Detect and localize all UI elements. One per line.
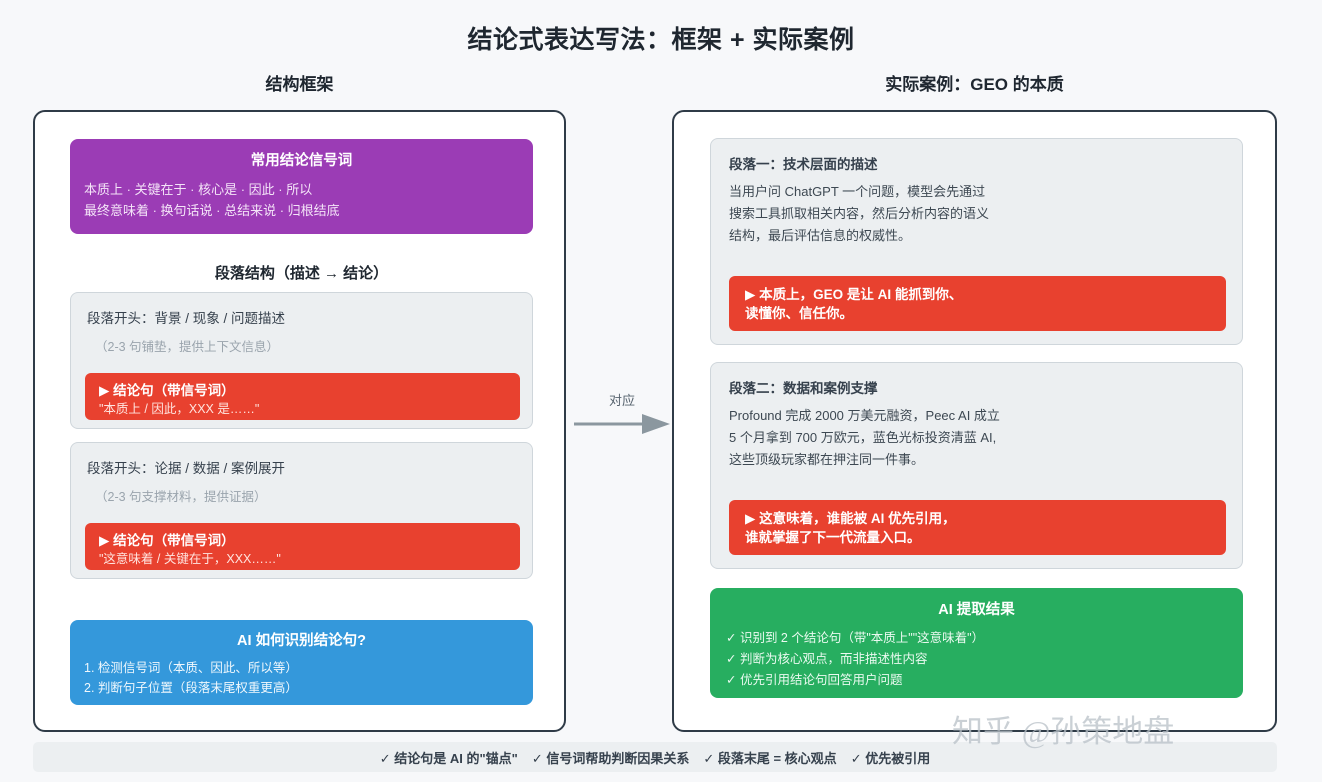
ai-extraction-result-box: AI 提取结果 ✓ 识别到 2 个结论句（带"本质上""这意味着"） ✓ 判断为… (710, 588, 1243, 698)
step-2-subtitle: （2-3 句支撑材料，提供证据） (95, 490, 267, 504)
mapping-connector: 对应 (572, 390, 672, 440)
ai-result-line-3: ✓ 优先引用结论句回答用户问题 (726, 673, 903, 687)
case-paragraph-card-2: 段落二：数据和案例支撑 Profound 完成 2000 万美元融资，Peec … (710, 362, 1243, 569)
case-1-conclusion-box: ▶ 本质上，GEO 是让 AI 能抓到你、 读懂你、信任你。 (729, 276, 1226, 331)
signal-words-box: 常用结论信号词 本质上 · 关键在于 · 核心是 · 因此 · 所以 最终意味着… (70, 139, 533, 234)
case-2-conclusion-box: ▶ 这意味着，谁能被 AI 优先引用， 谁就掌握了下一代流量入口。 (729, 500, 1226, 555)
step-2-conclusion-example: "这意味着 / 关键在于，XXX……" (99, 552, 281, 566)
ai-detection-box: AI 如何识别结论句? 1. 检测信号词（本质、因此、所以等） 2. 判断句子位… (70, 620, 533, 705)
ai-detection-line-1: 1. 检测信号词（本质、因此、所以等） (84, 661, 298, 675)
page-title: 结论式表达写法：框架 + 实际案例 (467, 26, 855, 54)
footer-item-3: ✓ 段落末尾 = 核心观点 (703, 750, 837, 766)
framework-step-card-2: 段落开头：论据 / 数据 / 案例展开 （2-3 句支撑材料，提供证据） ▶ 结… (70, 442, 533, 579)
ai-result-line-1: ✓ 识别到 2 个结论句（带"本质上""这意味着"） (726, 631, 985, 645)
case-2-body: Profound 完成 2000 万美元融资，Peec AI 成立 5 个月拿到… (711, 397, 1242, 471)
framework-step-card-1: 段落开头：背景 / 现象 / 问题描述 （2-3 句铺垫，提供上下文信息） ▶ … (70, 292, 533, 429)
step-1-conclusion-label: ▶ 结论句（带信号词） (99, 383, 235, 398)
case-2-body-line-1: Profound 完成 2000 万美元融资，Peec AI 成立 (729, 408, 1000, 423)
ai-result-line-2: ✓ 判断为核心观点，而非描述性内容 (726, 652, 928, 666)
signal-words-line-2: 最终意味着 · 换句话说 · 总结来说 · 归根结底 (84, 203, 340, 218)
case-1-conclusion-line-2: 读懂你、信任你。 (745, 306, 853, 321)
case-1-body-line-3: 结构，最后评估信息的权威性。 (729, 228, 912, 243)
footer-summary-bar: ✓ 结论句是 AI 的"锚点" ✓ 信号词帮助判断因果关系 ✓ 段落末尾 = 核… (33, 742, 1277, 772)
arrow-right-icon (574, 414, 670, 434)
right-column-title: 实际案例：GEO 的本质 (885, 75, 1064, 94)
step-1-conclusion-box: ▶ 结论句（带信号词） "本质上 / 因此，XXX 是……" (85, 373, 520, 420)
step-1-title: 段落开头：背景 / 现象 / 问题描述 (87, 311, 286, 326)
case-2-body-line-2: 5 个月拿到 700 万欧元，蓝色光标投资清蓝 AI, (729, 430, 997, 445)
ai-detection-line-2: 2. 判断句子位置（段落末尾权重更高） (84, 681, 298, 695)
step-2-conclusion-label: ▶ 结论句（带信号词） (99, 533, 235, 548)
left-column-title: 结构框架 (265, 75, 334, 94)
step-1-conclusion-example: "本质上 / 因此，XXX 是……" (99, 402, 260, 416)
footer-item-2: ✓ 信号词帮助判断因果关系 (531, 750, 690, 766)
case-1-conclusion-line-1: ▶ 本质上，GEO 是让 AI 能抓到你、 (745, 287, 963, 302)
footer-item-4: ✓ 优先被引用 (850, 750, 931, 766)
case-1-body-line-1: 当用户问 ChatGPT 一个问题，模型会先通过 (729, 184, 986, 199)
signal-words-title: 常用结论信号词 (250, 153, 353, 169)
case-2-conclusion-line-2: 谁就掌握了下一代流量入口。 (745, 530, 921, 545)
connector-label: 对应 (608, 393, 635, 408)
step-2-conclusion-box: ▶ 结论句（带信号词） "这意味着 / 关键在于，XXX……" (85, 523, 520, 570)
footer-item-1: ✓ 结论句是 AI 的"锚点" (379, 750, 518, 766)
case-paragraph-card-1: 段落一：技术层面的描述 当用户问 ChatGPT 一个问题，模型会先通过 搜索工… (710, 138, 1243, 345)
case-2-body-line-3: 这些顶级玩家都在押注同一件事。 (729, 452, 925, 467)
case-study-panel: 段落一：技术层面的描述 当用户问 ChatGPT 一个问题，模型会先通过 搜索工… (672, 110, 1277, 732)
case-1-body-line-2: 搜索工具抓取相关内容，然后分析内容的语义 (729, 206, 990, 221)
framework-panel: 常用结论信号词 本质上 · 关键在于 · 核心是 · 因此 · 所以 最终意味着… (33, 110, 566, 732)
step-2-title: 段落开头：论据 / 数据 / 案例展开 (87, 461, 286, 476)
signal-words-line-1: 本质上 · 关键在于 · 核心是 · 因此 · 所以 (84, 182, 313, 197)
case-1-title: 段落一：技术层面的描述 (729, 157, 878, 172)
paragraph-structure-heading: 段落结构（描述 → 结论） (214, 265, 389, 282)
case-2-title: 段落二：数据和案例支撑 (729, 381, 878, 396)
step-1-subtitle: （2-3 句铺垫，提供上下文信息） (95, 340, 280, 354)
case-1-body: 当用户问 ChatGPT 一个问题，模型会先通过 搜索工具抓取相关内容，然后分析… (711, 173, 1242, 247)
ai-result-title: AI 提取结果 (938, 602, 1015, 618)
case-2-conclusion-line-1: ▶ 这意味着，谁能被 AI 优先引用， (745, 511, 956, 526)
ai-detection-title: AI 如何识别结论句? (237, 633, 366, 649)
